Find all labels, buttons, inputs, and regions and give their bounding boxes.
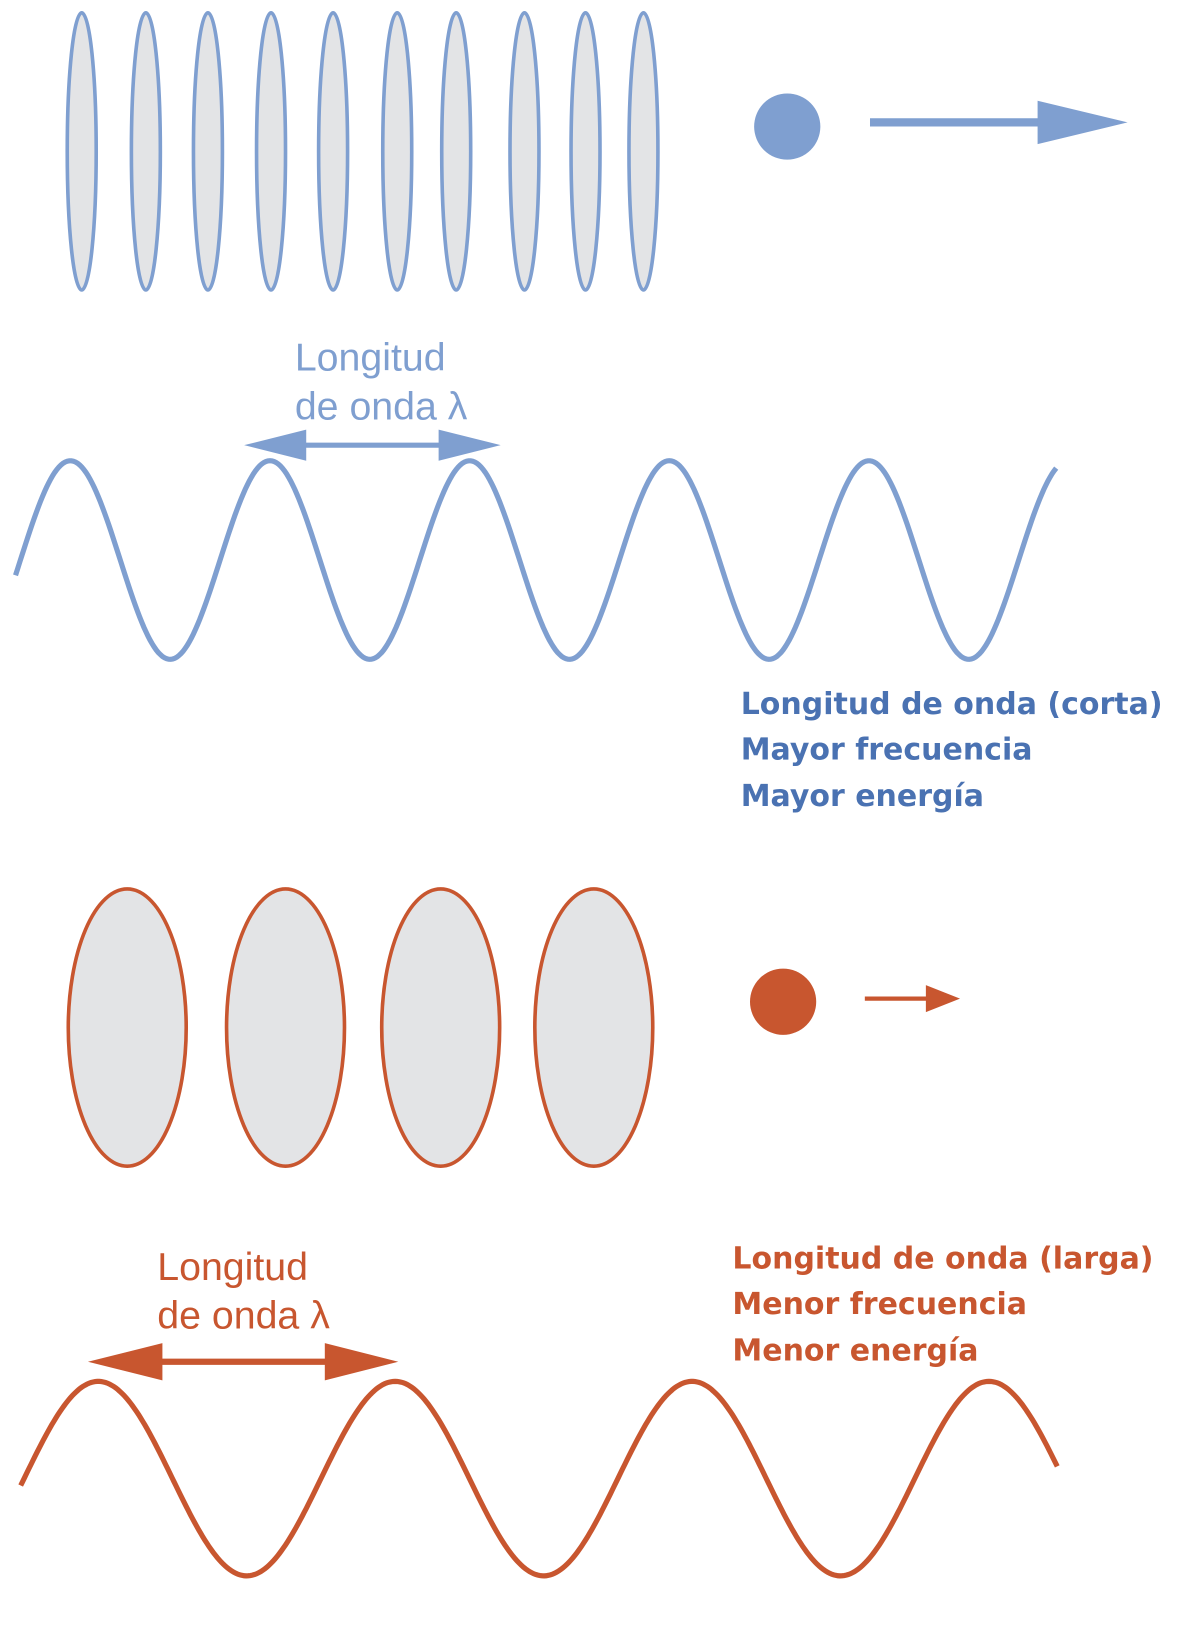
- short-wavelength-label-1: Longitud: [295, 336, 446, 380]
- short-info-wavelength: Longitud de onda (corta): [741, 687, 1163, 722]
- long-wavefront: [379, 887, 502, 1169]
- long-wavelength-label-2: de onda λ: [157, 1294, 330, 1338]
- long-wavefront: [224, 887, 347, 1169]
- low-energy-particle: [750, 968, 817, 1035]
- long-wavefronts: [66, 887, 655, 1169]
- short-info-frequency: Mayor frecuencia: [741, 733, 1033, 768]
- short-wavefront: [569, 10, 602, 292]
- long-info-wavelength: Longitud de onda (larga): [732, 1242, 1153, 1277]
- long-info-energy: Menor energía: [732, 1334, 978, 1369]
- high-energy-particle: [754, 93, 821, 160]
- short-wavefront: [439, 10, 473, 292]
- long-wavefront: [533, 887, 655, 1169]
- short-wavefront: [191, 10, 225, 292]
- fast-motion-arrow: [870, 100, 1128, 145]
- short-wavelength-double-arrow: [244, 429, 501, 461]
- short-wavelength-label-2: de onda λ: [295, 384, 468, 428]
- short-info-energy: Mayor energía: [741, 779, 984, 814]
- short-wavefront: [254, 10, 288, 292]
- long-wavefront: [66, 887, 189, 1169]
- long-wavelength-double-arrow: [87, 1343, 399, 1381]
- short-wavefront: [380, 10, 414, 292]
- long-wave-curve: [18, 1378, 1060, 1579]
- long-wavelength-label-1: Longitud: [157, 1245, 308, 1289]
- short-wavefront: [316, 10, 350, 292]
- short-wave-curve: [13, 458, 1059, 662]
- long-info-frequency: Menor frecuencia: [732, 1287, 1027, 1322]
- short-wavefront: [627, 10, 660, 292]
- short-wavefront: [508, 10, 541, 292]
- short-wavefront: [65, 10, 99, 292]
- short-wavefront: [129, 10, 163, 292]
- slow-motion-arrow: [864, 985, 960, 1013]
- short-wavefronts: [65, 10, 660, 292]
